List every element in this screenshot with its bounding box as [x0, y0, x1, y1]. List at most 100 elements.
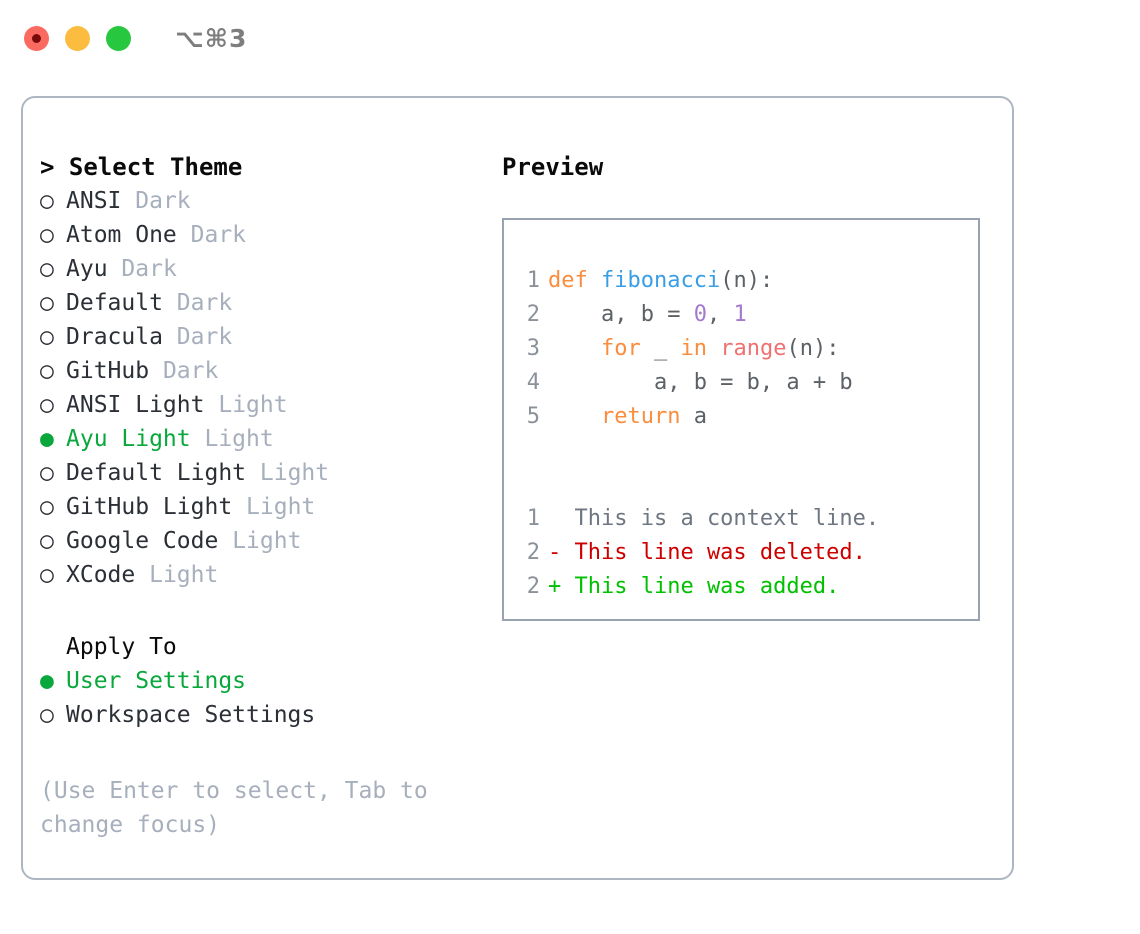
- code-token: for: [600, 336, 641, 361]
- code-token: 0: [693, 302, 707, 327]
- radio-unselected-icon: ○: [40, 222, 54, 248]
- theme-item-name: GitHub Light: [66, 494, 233, 520]
- diff-line: 2+ This line was added.: [504, 570, 978, 604]
- theme-list: ○ANSI Dark○Atom One Dark○Ayu Dark○Defaul…: [40, 184, 488, 592]
- diff-line-content: - This line was deleted.: [548, 540, 866, 565]
- theme-item[interactable]: ○ XCode Light: [40, 558, 488, 592]
- theme-item-spacer: [163, 320, 177, 354]
- radio-unselected-icon: ○: [40, 392, 54, 418]
- code-token: 1: [733, 302, 747, 327]
- theme-item[interactable]: ○Default Light Light: [40, 456, 488, 490]
- theme-item-name: XCode: [66, 562, 136, 588]
- code-line: 3 for _ in range(n):: [504, 332, 978, 366]
- theme-item-spacer: [204, 388, 218, 422]
- theme-item-variant: Light: [246, 494, 316, 520]
- code-token: range: [720, 336, 787, 361]
- theme-item-name: ANSI Light: [66, 392, 205, 418]
- code-line: 4 a, b = b, a + b: [504, 366, 978, 400]
- preview-header: Preview: [502, 153, 604, 181]
- theme-item-name: Google Code: [66, 528, 219, 554]
- apply-to-list: ● User Settings ○Workspace Settings: [40, 664, 488, 732]
- theme-item[interactable]: ○ Ayu Dark: [40, 252, 488, 286]
- radio-unselected-icon: ○: [40, 562, 54, 588]
- theme-item[interactable]: ○Default Dark: [40, 286, 488, 320]
- close-button[interactable]: [24, 25, 49, 51]
- theme-item-spacer: [218, 524, 232, 558]
- theme-item-spacer: [177, 218, 191, 252]
- line-number: 3: [526, 336, 540, 361]
- line-number: 2: [526, 302, 540, 327]
- radio-unselected-icon: ○: [40, 256, 54, 282]
- code-token: [548, 404, 601, 429]
- radio-unselected-icon: ○: [40, 358, 54, 384]
- radio-selected-icon: ●: [40, 668, 54, 694]
- theme-item[interactable]: ○ GitHub Dark: [40, 354, 488, 388]
- line-number: 1: [526, 268, 540, 293]
- minimize-button[interactable]: [65, 25, 90, 51]
- theme-item-name: Atom One: [66, 222, 177, 248]
- theme-item-name: Default: [66, 290, 163, 316]
- theme-item-variant: Light: [218, 392, 288, 418]
- keyboard-hint-text: (Use Enter to select, Tab to change focu…: [40, 778, 428, 838]
- theme-item[interactable]: ○ Google Code Light: [40, 524, 488, 558]
- theme-item[interactable]: ○ GitHub Light Light: [40, 490, 488, 524]
- theme-item-spacer: [232, 490, 246, 524]
- radio-selected-icon: ●: [40, 426, 54, 452]
- theme-item-spacer: [135, 558, 149, 592]
- code-token: in: [680, 336, 707, 361]
- apply-to-option[interactable]: ○Workspace Settings: [40, 698, 488, 732]
- title-bar: ⌥⌘3: [0, 0, 1140, 76]
- theme-item-name: Ayu Light: [66, 426, 191, 452]
- code-token: a, b =: [548, 302, 694, 327]
- theme-item-variant: Dark: [121, 256, 177, 282]
- line-number: 1: [526, 506, 540, 531]
- apply-to-option-label: User Settings: [66, 668, 247, 694]
- theme-item-name: Ayu: [66, 256, 108, 282]
- keyboard-shortcut-label: ⌥⌘3: [175, 23, 248, 53]
- main-panel: > Select Theme ○ANSI Dark○Atom One Dark○…: [21, 96, 1014, 880]
- radio-unselected-icon: ○: [40, 324, 54, 350]
- theme-item-name: GitHub: [66, 358, 150, 384]
- theme-item-spacer: [149, 354, 163, 388]
- theme-item-name: ANSI: [66, 188, 122, 214]
- theme-item-variant: Light: [259, 460, 330, 486]
- diff-line-content: + This line was added.: [548, 574, 840, 599]
- code-line-content: for _ in range(n):: [548, 332, 978, 366]
- maximize-button[interactable]: [106, 25, 131, 51]
- apply-to-option[interactable]: ● User Settings: [40, 664, 488, 698]
- theme-item-spacer: [121, 184, 135, 218]
- radio-unselected-icon: ○: [40, 702, 54, 728]
- theme-item[interactable]: ○Atom One Dark: [40, 218, 488, 252]
- code-token: (n):: [786, 336, 840, 361]
- theme-item-spacer: [191, 422, 205, 456]
- line-number: 4: [526, 370, 540, 395]
- radio-unselected-icon: ○: [40, 494, 54, 520]
- theme-item-variant: Light: [149, 562, 219, 588]
- radio-unselected-icon: ○: [40, 528, 54, 554]
- theme-item[interactable]: ○Dracula Dark: [40, 320, 488, 354]
- code-token: ,: [706, 302, 734, 327]
- code-line: 2 a, b = 0, 1: [504, 298, 978, 332]
- theme-item[interactable]: ○ ANSI Light Light: [40, 388, 488, 422]
- theme-item-spacer: [246, 456, 260, 490]
- code-token: _: [640, 336, 681, 361]
- apply-to-section: Apply To ● User Settings ○Workspace Settin…: [40, 630, 488, 732]
- code-line-content: a, b = b, a + b: [548, 366, 978, 400]
- theme-item-variant: Light: [232, 528, 302, 554]
- code-line-content: return a: [548, 400, 978, 434]
- diff-line: 1 This is a context line.: [504, 502, 978, 536]
- code-line: 1 def fibonacci(n):: [504, 264, 978, 298]
- theme-item[interactable]: ●Ayu Light Light: [40, 422, 488, 456]
- radio-unselected-icon: ○: [40, 290, 54, 316]
- radio-unselected-icon: ○: [40, 188, 54, 214]
- theme-item-variant: Dark: [162, 358, 219, 384]
- code-line-content: def fibonacci(n):: [548, 264, 978, 298]
- theme-item[interactable]: ○ANSI Dark: [40, 184, 488, 218]
- select-theme-header: > Select Theme: [40, 153, 243, 181]
- diff-line: 2- This line was deleted.: [504, 536, 978, 570]
- line-number: 5: [526, 404, 540, 429]
- apply-to-header: Apply To: [66, 634, 177, 660]
- theme-item-spacer: [108, 252, 122, 286]
